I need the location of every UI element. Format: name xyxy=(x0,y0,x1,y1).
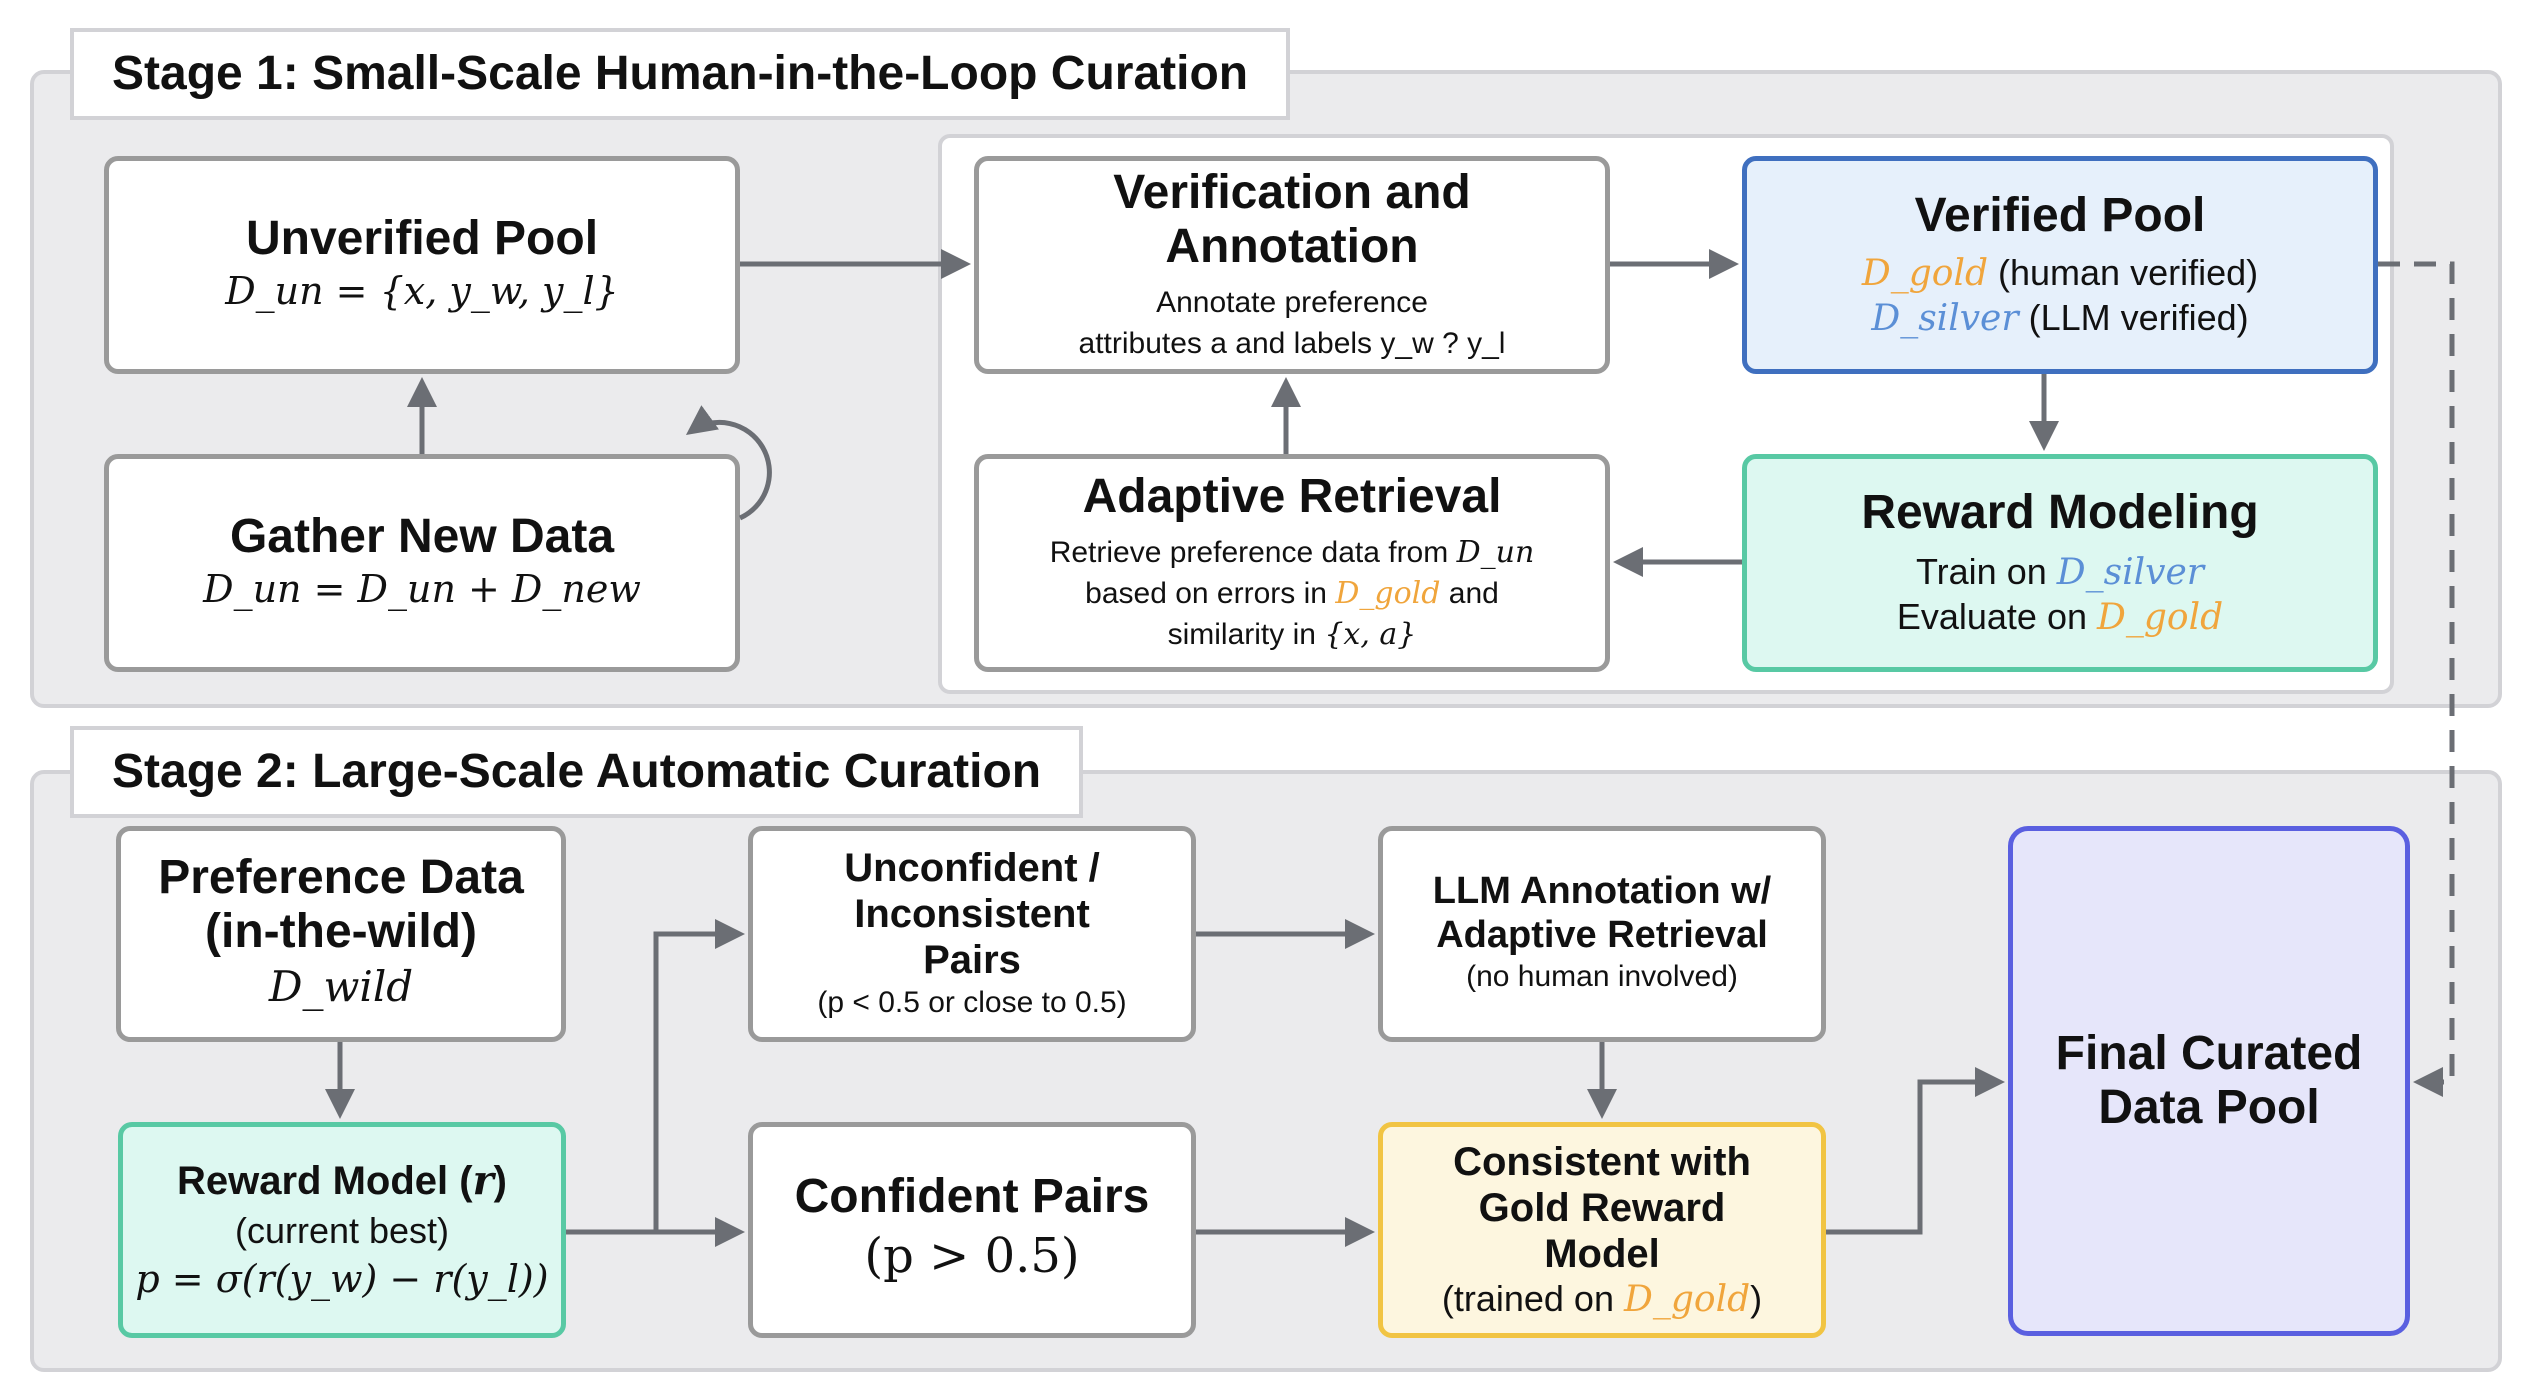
final-title-line2: Data Pool xyxy=(2098,1081,2320,1134)
consistent-gold-box: Consistent with Gold Reward Model (train… xyxy=(1378,1122,1826,1338)
gather-new-data-formula: D_un = D_un + D_new xyxy=(203,567,641,612)
silver-label: (LLM verified) xyxy=(2028,296,2249,338)
adaptive-line1-symbol: D_un xyxy=(1456,534,1535,570)
reward-model-subtitle: (current best) xyxy=(234,1210,450,1252)
verified-pool-box: Verified Pool D_gold (human verified) D_… xyxy=(1742,156,2378,374)
verification-desc-line1: Annotate preference xyxy=(1156,286,1428,320)
gold-symbol: D_gold xyxy=(1861,252,1988,294)
stage1-title: Stage 1: Small-Scale Human-in-the-Loop C… xyxy=(70,28,1291,120)
eval-label: Evaluate on xyxy=(1896,595,2087,637)
gather-new-data-title: Gather New Data xyxy=(229,509,615,563)
reward-modeling-title: Reward Modeling xyxy=(1861,486,2259,540)
consistent-title-line3: Model xyxy=(1544,1231,1660,1276)
consistent-title-line1: Consistent with xyxy=(1453,1139,1751,1184)
eval-symbol: D_gold xyxy=(2097,596,2224,638)
final-curated-pool-box: Final Curated Data Pool xyxy=(2008,826,2410,1336)
verification-desc-line2: attributes a and labels y_w ? y_l xyxy=(1078,326,1506,360)
reward-model-box: Reward Model (r) (current best) p = σ(r(… xyxy=(118,1122,566,1338)
adaptive-line2-post: and xyxy=(1448,576,1499,610)
circular-arrow-icon xyxy=(685,405,772,521)
reward-modeling-box: Reward Modeling Train on D_silver Evalua… xyxy=(1742,454,2378,672)
train-label: Train on xyxy=(1916,550,2047,592)
adaptive-line1-text: Retrieve preference data from xyxy=(1049,535,1449,569)
adaptive-line1: Retrieve preference data from D_un xyxy=(1050,532,1535,574)
verification-title-line1: Verification and xyxy=(1113,165,1471,219)
gather-new-data-box: Gather New Data D_un = D_un + D_new xyxy=(104,454,740,672)
reward-modeling-train-line: Train on D_silver xyxy=(1916,550,2204,595)
confident-pairs-box: Confident Pairs (p > 0.5) xyxy=(748,1122,1196,1338)
verification-title-line2: Annotation xyxy=(1165,219,1419,273)
unverified-pool-title: Unverified Pool xyxy=(245,211,599,265)
adaptive-line3-symbol: {x, a} xyxy=(1324,617,1417,653)
arrow-consistent-to-final xyxy=(1826,1067,2005,1235)
adaptive-retrieval-box: Adaptive Retrieval Retrieve preference d… xyxy=(974,454,1610,672)
stage2-title: Stage 2: Large-Scale Automatic Curation xyxy=(70,726,1084,818)
reward-model-title: Reward Model (r) xyxy=(177,1157,507,1205)
unconfident-title-line1: Unconfident / xyxy=(844,845,1100,890)
gold-label: (human verified) xyxy=(1998,251,2259,293)
llm-title-line2: Adaptive Retrieval xyxy=(1436,913,1768,956)
confident-title: Confident Pairs xyxy=(794,1169,1150,1223)
preference-formula: D_wild xyxy=(268,962,414,1012)
unconfident-note: (p < 0.5 or close to 0.5) xyxy=(817,985,1127,1019)
reward-model-formula: p = σ(r(y_w) − r(y_l)) xyxy=(135,1257,549,1302)
adaptive-line2-pre: based on errors in xyxy=(1085,576,1327,610)
train-symbol: D_silver xyxy=(2056,551,2204,593)
unconfident-pairs-box: Unconfident / Inconsistent Pairs (p < 0.… xyxy=(748,826,1196,1042)
reward-modeling-eval-line: Evaluate on D_gold xyxy=(1897,595,2223,640)
arrow-reward-to-unconfident xyxy=(653,919,745,1232)
preference-title-line1: Preference Data xyxy=(158,850,524,904)
adaptive-line3: similarity in {x, a} xyxy=(1168,614,1417,656)
unconfident-title-line3: Pairs xyxy=(923,937,1021,982)
verification-annotation-box: Verification and Annotation Annotate pre… xyxy=(974,156,1610,374)
unconfident-title-line2: Inconsistent xyxy=(854,891,1090,936)
llm-note: (no human involved) xyxy=(1466,960,1738,994)
llm-title-line1: LLM Annotation w/ xyxy=(1432,870,1772,913)
adaptive-line3-pre: similarity in xyxy=(1167,618,1316,652)
final-title-line1: Final Curated xyxy=(2055,1027,2363,1081)
preference-title-line2: (in-the-wild) xyxy=(205,904,477,958)
adaptive-line2: based on errors in D_gold and xyxy=(1085,574,1499,615)
consistent-title-line2: Gold Reward xyxy=(1478,1185,1726,1230)
unverified-pool-formula: D_un = {x, y_w, y_l} xyxy=(225,269,619,314)
confident-formula: (p > 0.5) xyxy=(864,1228,1080,1285)
adaptive-line2-symbol: D_gold xyxy=(1335,575,1441,611)
consistent-note: (trained on D_gold) xyxy=(1441,1277,1763,1320)
preference-data-box: Preference Data (in-the-wild) D_wild xyxy=(116,826,566,1042)
llm-annotation-box: LLM Annotation w/ Adaptive Retrieval (no… xyxy=(1378,826,1826,1042)
verified-pool-gold-line: D_gold (human verified) xyxy=(1862,251,2258,296)
adaptive-retrieval-title: Adaptive Retrieval xyxy=(1082,469,1502,523)
arrow-verified-to-final-dashed xyxy=(2378,261,2455,1097)
silver-symbol: D_silver xyxy=(1871,297,2019,339)
verified-pool-title: Verified Pool xyxy=(1914,189,2206,243)
unverified-pool-box: Unverified Pool D_un = {x, y_w, y_l} xyxy=(104,156,740,374)
verified-pool-silver-line: D_silver (LLM verified) xyxy=(1871,296,2248,341)
